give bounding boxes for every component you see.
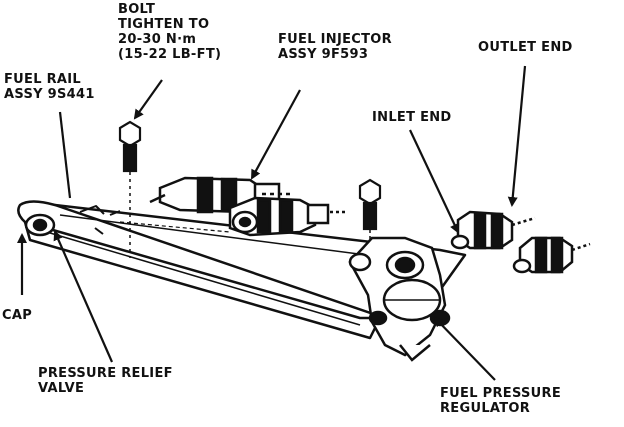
inlet-end-leader <box>409 129 460 234</box>
bolt-right <box>358 178 382 244</box>
bolt-leader <box>133 79 163 120</box>
outlet-end-label: OUTLET END <box>478 40 573 55</box>
fuel-pressure-regulator-label-line1: FUEL PRESSURE <box>440 386 562 401</box>
fuel-injector-label-line2: ASSY 9F593 <box>278 47 369 62</box>
fuel-pressure-regulator-leader <box>433 316 496 381</box>
fuel-injector-label-line1: FUEL INJECTOR <box>278 32 392 47</box>
fuel-injector-leader <box>251 89 301 180</box>
pressure-relief-valve-label-line2: VALVE <box>38 381 85 396</box>
outlet-end-fitting <box>512 236 591 274</box>
pressure-relief-valve-label: PRESSURE RELIEF VALVE <box>38 366 173 396</box>
inlet-end-label: INLET END <box>372 110 452 125</box>
bolt-label: BOLT TIGHTEN TO 20-30 N·m (15-22 LB-FT) <box>118 2 221 62</box>
bolt-label-line1: BOLT <box>118 2 156 17</box>
cap-label: CAP <box>2 308 33 323</box>
bolt-left <box>118 120 142 258</box>
fuel-pressure-regulator-body <box>348 236 451 362</box>
pressure-relief-valve-label-line1: PRESSURE RELIEF <box>38 366 173 381</box>
fuel-pressure-regulator-label: FUEL PRESSURE REGULATOR <box>440 386 561 416</box>
fuel-rail-leader <box>58 111 72 199</box>
fuel-injector-lower <box>228 196 345 237</box>
fuel-pressure-regulator-label-line2: REGULATOR <box>440 401 531 416</box>
fuel-rail-label: FUEL RAIL ASSY 9S441 <box>4 72 95 102</box>
leader-lines <box>17 65 527 381</box>
bolt-label-line3: 20-30 N·m <box>118 32 197 47</box>
fuel-rail-label-line2: ASSY 9S441 <box>4 87 95 102</box>
bolt-label-line2: TIGHTEN TO <box>118 17 210 32</box>
bolt-label-line4: (15-22 LB-FT) <box>118 47 222 62</box>
fuel-rail <box>17 200 467 340</box>
pressure-relief-valve-leader <box>53 230 114 363</box>
inlet-end-fitting <box>450 210 536 250</box>
fuel-injector-label: FUEL INJECTOR ASSY 9F593 <box>278 32 392 62</box>
outlet-end-leader <box>507 65 527 207</box>
fuel-rail-label-line1: FUEL RAIL <box>4 72 82 87</box>
